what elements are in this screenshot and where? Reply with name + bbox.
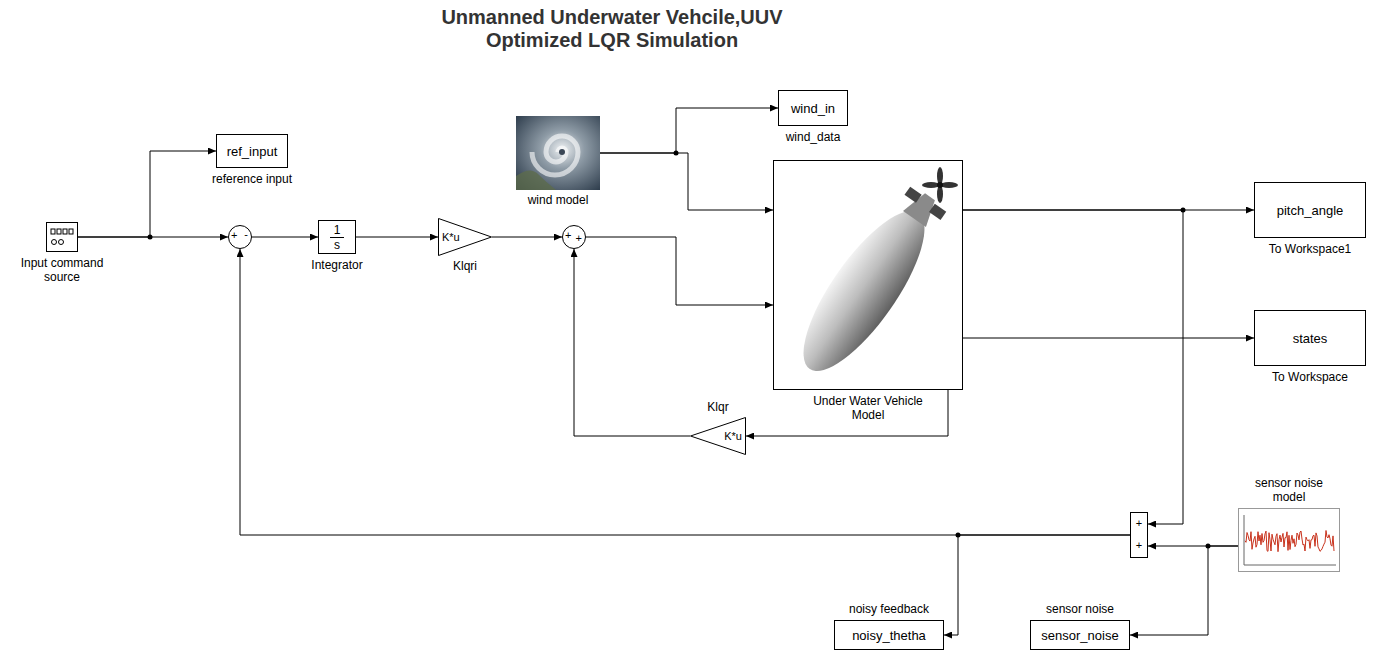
junction-dot [674, 151, 679, 156]
junction-dot [1206, 544, 1211, 549]
block-text: sensor_noise [1041, 628, 1118, 643]
noise-source-block: sensor noise model [1238, 508, 1340, 572]
transfer-numerator: 1 [319, 223, 355, 237]
signal-wire [356, 237, 438, 238]
signal-wire [252, 237, 318, 238]
signal-wire [78, 151, 216, 237]
block-label: Klqr [707, 400, 728, 414]
block-text: noisy_thetha [852, 628, 926, 643]
workspace-block: wind_inwind_data [778, 90, 848, 126]
signal-wire [574, 249, 690, 436]
block-label: sensor noise model [1244, 476, 1334, 504]
signal-wire [240, 249, 1130, 535]
block-label: sensor noise [1046, 602, 1114, 616]
block-text: pitch_angle [1277, 203, 1344, 218]
diagram-title: Unmanned Underwater Vehcile,UUV Optimize… [412, 6, 812, 52]
transfer-denominator: s [319, 238, 355, 252]
gain-block: K*uKlqri [438, 218, 492, 256]
sign-label: - [244, 228, 248, 241]
signal-wire [1130, 546, 1238, 635]
junction-dot [148, 235, 153, 240]
workspace-block: sensor_noisesensor noise [1030, 620, 1130, 650]
signal-wire [963, 210, 1183, 524]
source-icon [47, 223, 79, 253]
signal-wire [600, 108, 778, 153]
sign-label: + [1131, 517, 1147, 530]
block-text: ref_input [227, 144, 278, 159]
block-label: Under Water Vehicle Model [798, 394, 938, 422]
vehicle-model-block: Under Water Vehicle Model [773, 160, 963, 390]
vehicle-illustration [774, 161, 964, 391]
workspace-block: pitch_angleTo Workspace1 [1254, 182, 1366, 238]
block-text: wind_in [791, 101, 835, 116]
sign-label: + [231, 229, 237, 242]
block-text: states [1293, 331, 1328, 346]
junction-dot [1181, 208, 1186, 213]
workspace-block: statesTo Workspace [1254, 310, 1366, 366]
sum-block: ++ [562, 225, 586, 249]
signal-wire [78, 237, 228, 238]
signal-wire [963, 338, 1254, 339]
gain-block: K*uKlqr [690, 417, 746, 455]
workspace-block: ref_inputreference input [216, 134, 288, 168]
signal-source-block: Input command source [46, 222, 78, 252]
sign-label: + [1131, 539, 1147, 552]
block-label: To Workspace1 [1269, 242, 1351, 256]
block-label: Input command source [12, 256, 112, 284]
sign-label: + [565, 229, 571, 242]
hurricane-image [516, 116, 600, 190]
fraction-bar [330, 237, 344, 238]
block-label: reference input [212, 172, 292, 186]
signal-wire [600, 153, 773, 210]
block-label: Klqri [453, 259, 477, 273]
block-label: noisy feedback [849, 602, 929, 616]
signal-wire [586, 237, 773, 305]
wind-model-block: wind model [516, 116, 600, 190]
signal-wire [492, 237, 562, 238]
sign-label: + [576, 232, 582, 245]
block-label: Integrator [311, 258, 362, 272]
workspace-block: noisy_thethanoisy feedback [834, 620, 944, 650]
integrator-block: 1sIntegrator [318, 220, 356, 254]
noise-plot [1239, 509, 1341, 573]
block-label: To Workspace [1272, 370, 1348, 384]
gain-text: K*u [442, 230, 460, 244]
block-label: wind_data [786, 130, 841, 144]
sum-block: +- [228, 225, 252, 249]
junction-dot [956, 533, 961, 538]
block-label: wind model [528, 193, 589, 207]
gain-text: K*u [724, 429, 742, 443]
sum-block: ++ [1130, 512, 1148, 558]
